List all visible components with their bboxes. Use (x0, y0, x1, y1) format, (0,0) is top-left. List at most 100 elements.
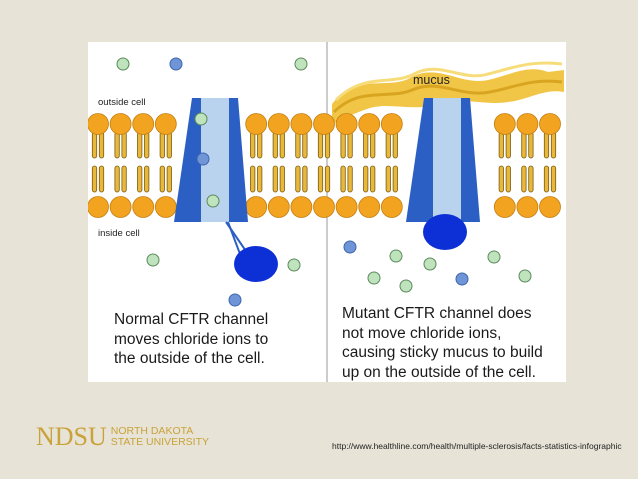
lipid-tail (295, 131, 301, 159)
lipid-tail (272, 131, 278, 159)
normal-caption-line: the outside of the cell. (114, 350, 265, 367)
lipid-head (154, 113, 177, 135)
lipid-tail (347, 131, 353, 159)
lipid-tail (98, 131, 105, 159)
lipid-head (358, 196, 381, 218)
mutant-caption-line: up on the outside of the cell. (342, 363, 536, 381)
lipid-tail (257, 131, 263, 159)
university-line-2: STATE UNIVERSITY (110, 436, 210, 448)
chloride-ion (423, 257, 437, 271)
lipid-head (335, 196, 358, 218)
lipid-tail (295, 165, 301, 193)
lipid-tail (498, 165, 504, 193)
lipid-tail (392, 131, 398, 159)
lipid-tail (279, 131, 285, 159)
lipid-head (87, 196, 109, 218)
lipid-tail (498, 131, 504, 159)
lipid-tail (250, 165, 256, 193)
outside-cell-label: outside cell (98, 97, 146, 108)
lipid-tail (521, 165, 527, 193)
lipid-tail (370, 131, 376, 159)
lipid-tail (363, 165, 369, 193)
lipid-head (516, 196, 539, 218)
chloride-ion (196, 152, 210, 166)
lipid-tail (121, 131, 127, 159)
lipid-tail (392, 165, 398, 193)
mucus-layer (332, 61, 564, 124)
lipid-head (539, 113, 561, 135)
lipid-tail (137, 131, 143, 159)
chloride-ion (455, 272, 469, 286)
lipid-tail (121, 165, 127, 193)
lipid-tail (324, 165, 331, 193)
lipid-head (132, 113, 155, 135)
lipid-head (267, 113, 290, 135)
chloride-ion (294, 57, 308, 71)
inside-cell-label: inside cell (98, 228, 140, 239)
lipid-tail (250, 131, 256, 159)
lipid-head (245, 196, 268, 218)
lipid-tail (166, 131, 172, 159)
chloride-ion (116, 57, 130, 71)
mutant-caption-line: Mutant CFTR channel does (342, 305, 532, 322)
ndsu-wordmark: NDSU (36, 422, 107, 451)
lipid-tail (114, 165, 120, 193)
lipid-tail (91, 131, 98, 159)
lipid-tail (272, 165, 278, 193)
cftr-diagram: outside cell inside cell mucus Normal CF… (87, 42, 566, 382)
lipid-tail (257, 165, 263, 193)
lipid-head (313, 196, 335, 218)
lipid-tail (159, 131, 165, 159)
chloride-ion (194, 112, 208, 126)
lipid-head (335, 113, 358, 135)
lipid-head (358, 113, 381, 135)
normal-caption-line: moves chloride ions to (114, 330, 269, 348)
chloride-ion (389, 249, 403, 263)
lipid-head (132, 196, 155, 218)
lipid-tail (324, 131, 331, 159)
chloride-ion (287, 258, 301, 272)
lipid-head (380, 113, 403, 135)
lipid-head (267, 196, 290, 218)
lipid-head (380, 196, 403, 218)
lipid-tail (144, 165, 150, 193)
chloride-ion (343, 240, 357, 254)
lipid-head (245, 113, 268, 135)
cftr-diagram-graphic: outside cell inside cell mucus (87, 42, 566, 382)
lipid-tail (91, 165, 98, 193)
normal-caption-line: Normal CFTR channel (114, 311, 269, 328)
lipid-tail (159, 165, 165, 193)
lipid-tail (505, 131, 511, 159)
lipid-tail (302, 131, 308, 159)
lipid-tail (385, 165, 391, 193)
chloride-ion (367, 271, 381, 285)
lipid-head (516, 113, 539, 135)
lipid-tail (370, 165, 376, 193)
lipid-head (154, 196, 177, 218)
lipid-tail (528, 165, 534, 193)
mutant-caption-line: causing sticky mucus to build (342, 344, 543, 361)
chloride-ion (206, 194, 220, 208)
chloride-ion (228, 293, 242, 307)
mutant-caption-line: not move chloride ions, (342, 324, 502, 342)
chloride-ion (169, 57, 183, 71)
lipid-tail (550, 165, 557, 193)
lipid-head (493, 113, 516, 135)
cftr-channel-mutant (406, 98, 480, 250)
lipid-tail (347, 165, 353, 193)
chloride-ion (146, 253, 160, 267)
lipid-head (109, 113, 132, 135)
lipid-tail (317, 131, 324, 159)
mucus-label: mucus (413, 73, 450, 87)
source-url: http://www.healthline.com/health/multipl… (332, 441, 622, 451)
university-name: NORTH DAKOTA STATE UNIVERSITY (111, 426, 209, 448)
cell-membrane (87, 113, 561, 218)
lipid-tail (543, 165, 550, 193)
lipid-head (313, 113, 335, 135)
lipid-head (290, 196, 313, 218)
lipid-head (539, 196, 561, 218)
lipid-tail (114, 131, 120, 159)
lipid-head (87, 113, 109, 135)
chloride-ions (116, 57, 532, 307)
lipid-tail (317, 165, 324, 193)
